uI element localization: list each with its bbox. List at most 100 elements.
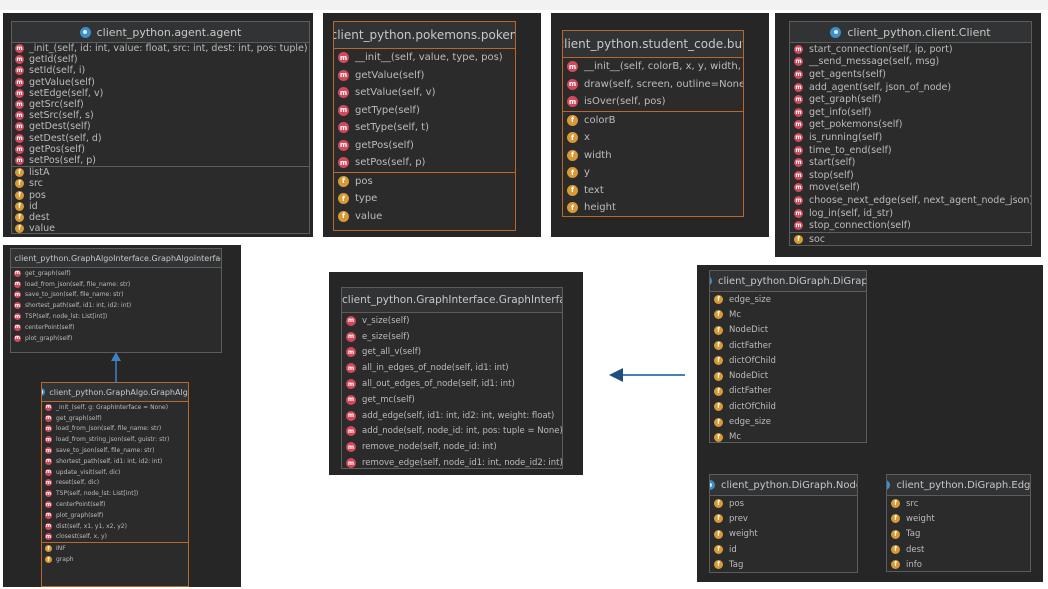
- class-pokemon[interactable]: client_python.pokemons.pokemonm__init__(…: [333, 21, 516, 231]
- method-row[interactable]: m__send_message(self, msg): [790, 56, 1031, 69]
- class-graph-interface[interactable]: client_python.GraphInterface.GraphInterf…: [341, 287, 563, 469]
- method-row[interactable]: m_init_(self, g: GraphInterface = None): [42, 402, 188, 413]
- method-row[interactable]: m_init_(self, id: int, value: float, src…: [12, 43, 309, 54]
- method-row[interactable]: m__init__(self, colorB, x, y, width, hei…: [563, 58, 743, 76]
- class-graph-algo-interface[interactable]: client_python.GraphAlgoInterface.GraphAl…: [10, 248, 222, 353]
- method-row[interactable]: m__init__(self, value, type, pos): [334, 49, 515, 67]
